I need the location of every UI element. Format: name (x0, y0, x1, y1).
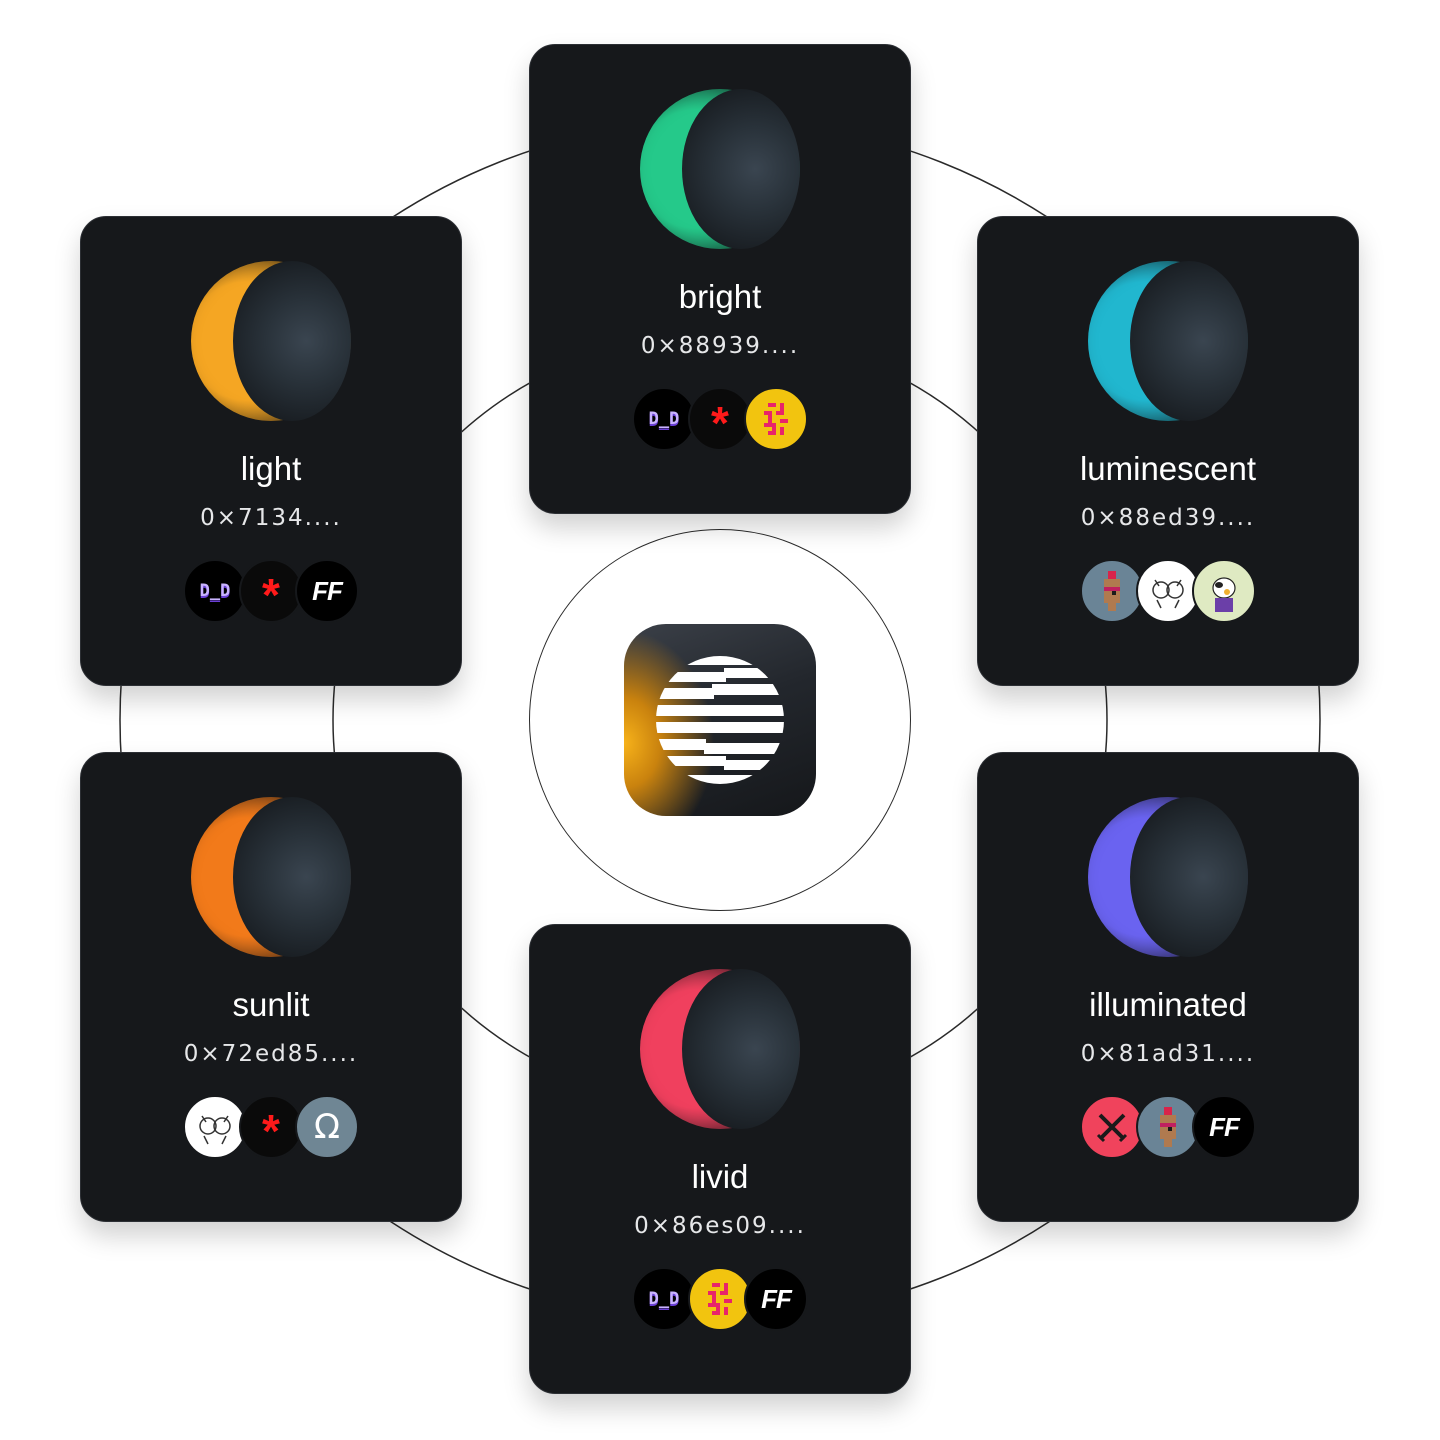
wallet-name: bright (678, 278, 762, 315)
badge-glyph: FF (761, 1283, 792, 1314)
pixel-glyph-collection-icon[interactable] (744, 387, 808, 451)
red-crescent-planet-icon (640, 969, 800, 1129)
badge-glyph: * (711, 397, 729, 449)
wallet-address: 0×7134.... (200, 505, 342, 531)
collection-badges: FF (1080, 1095, 1256, 1159)
collection-badges: *Ω (183, 1095, 359, 1159)
striped-planet-icon (656, 656, 784, 784)
collection-badges: D_D * (632, 387, 808, 451)
wallet-name: luminescent (1079, 450, 1257, 487)
ff-collection-icon[interactable]: FF (1192, 1095, 1256, 1159)
ff-collection-icon[interactable]: FF (744, 1267, 808, 1331)
pixel-glyph-collection-icon[interactable] (688, 1267, 752, 1331)
pixel-punk-collection-icon[interactable] (1080, 559, 1144, 623)
badge-glyph: * (262, 1105, 280, 1157)
ff-collection-icon[interactable]: FF (295, 559, 359, 623)
wallet-card-livid[interactable]: livid 0×86es09.... D_D FF (529, 924, 911, 1394)
collection-badges: D_D FF (632, 1267, 808, 1331)
badge-glyph: Ω (314, 1107, 340, 1147)
wallet-card-illuminated[interactable]: illuminated 0×81ad31.... FF (977, 752, 1359, 1222)
asterisk-collection-icon[interactable]: * (688, 387, 752, 451)
wallet-address: 0×88ed39.... (1080, 505, 1256, 531)
teal-crescent-planet-icon (1088, 261, 1248, 421)
badge-glyph: * (262, 569, 280, 621)
badge-glyph: D_D (648, 1289, 680, 1309)
wallet-name: livid (691, 1158, 749, 1195)
wallet-card-sunlit[interactable]: sunlit 0×72ed85.... *Ω (80, 752, 462, 1222)
green-crescent-planet-icon (640, 89, 800, 249)
badge-glyph: FF (312, 575, 343, 606)
wallet-card-bright[interactable]: bright 0×88939.... D_D * (529, 44, 911, 514)
wallet-address: 0×88939.... (640, 333, 800, 359)
wallet-address: 0×86es09.... (634, 1213, 806, 1239)
badge-glyph: FF (1209, 1111, 1240, 1142)
asterisk-collection-icon[interactable]: * (239, 1095, 303, 1159)
wallet-card-light[interactable]: light 0×7134.... D_D * FF (80, 216, 462, 686)
sketch-characters-collection-icon[interactable] (1136, 559, 1200, 623)
wallet-address: 0×72ed85.... (183, 1041, 359, 1067)
asterisk-collection-icon[interactable]: * (239, 559, 303, 623)
cow-character-collection-icon[interactable] (1192, 559, 1256, 623)
wallet-name: illuminated (1089, 986, 1247, 1023)
badge-glyph: D_D (648, 409, 680, 429)
collection-badges: D_D * FF (183, 559, 359, 623)
dd-collection-icon[interactable]: D_D (632, 1267, 696, 1331)
omega-collection-icon[interactable]: Ω (295, 1095, 359, 1159)
sketch-characters-collection-icon[interactable] (183, 1095, 247, 1159)
violet-crescent-planet-icon (1088, 797, 1248, 957)
orange-crescent-planet-icon (191, 797, 351, 957)
striped-planet-app-icon[interactable] (624, 624, 816, 816)
dd-collection-icon[interactable]: D_D (632, 387, 696, 451)
dd-collection-icon[interactable]: D_D (183, 559, 247, 623)
wallet-name: sunlit (232, 986, 310, 1023)
wallet-name: light (240, 450, 302, 487)
collection-badges (1080, 559, 1256, 623)
wallet-address: 0×81ad31.... (1080, 1041, 1256, 1067)
crossed-swords-collection-icon[interactable] (1080, 1095, 1144, 1159)
pixel-punk-collection-icon[interactable] (1136, 1095, 1200, 1159)
wallet-card-luminescent[interactable]: luminescent 0×88ed39.... (977, 216, 1359, 686)
amber-crescent-planet-icon (191, 261, 351, 421)
badge-glyph: D_D (199, 581, 231, 601)
